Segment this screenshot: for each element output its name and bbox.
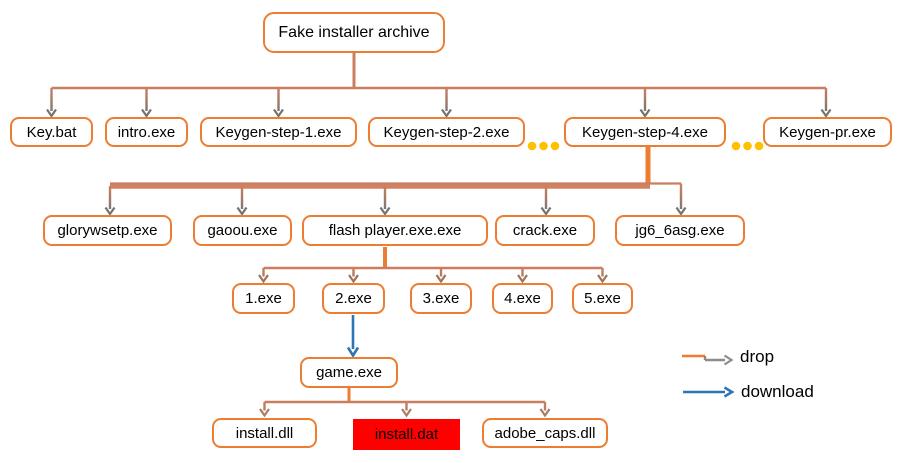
node-key-bat: Key.bat xyxy=(10,117,93,147)
drop-arrowhead-icon xyxy=(259,408,551,418)
drop-connectors-level4 xyxy=(258,247,608,284)
node-adobe-caps-dll: adobe_caps.dll xyxy=(482,418,608,448)
node-crack-exe: crack.exe xyxy=(495,215,595,246)
legend-drop-label: drop xyxy=(740,347,775,366)
node-intro-exe: intro.exe xyxy=(105,117,188,147)
node-flash-player-exe-exe: flash player.exe.exe xyxy=(302,215,488,246)
node-5-exe: 5.exe xyxy=(572,283,633,314)
drop-connectors-level2 xyxy=(46,53,832,118)
node-game-exe: game.exe xyxy=(300,357,398,388)
node-glorywsetp-exe: glorywsetp.exe xyxy=(43,215,172,246)
node-gaoou-exe: gaoou.exe xyxy=(193,215,292,246)
legend-download-arrow-icon xyxy=(683,386,735,398)
node-keygen-step-1-exe: Keygen-step-1.exe xyxy=(200,117,357,147)
node-install-dll: install.dll xyxy=(212,418,317,448)
drop-connectors-level6 xyxy=(259,388,551,418)
node-fake-installer-archive: Fake installer archive xyxy=(263,12,445,53)
node-keygen-step-2-exe: Keygen-step-2.exe xyxy=(368,117,525,147)
download-arrow xyxy=(346,315,360,358)
ellipsis-dots-icon xyxy=(527,141,764,151)
legend-download-label: download xyxy=(741,382,814,401)
node-2-exe: 2.exe xyxy=(322,283,385,314)
node-4-exe: 4.exe xyxy=(492,283,553,314)
drop-arrowhead-icon xyxy=(46,108,832,118)
node-install-dat-highlighted: install.dat xyxy=(353,419,460,450)
node-3-exe: 3.exe xyxy=(410,283,472,314)
legend-drop-arrow-icon xyxy=(682,354,734,366)
node-jg6-6asg-exe: jg6_6asg.exe xyxy=(615,215,745,246)
download-arrowhead-icon xyxy=(346,346,360,358)
drop-arrowhead-icon xyxy=(258,274,608,284)
node-keygen-pr-exe: Keygen-pr.exe xyxy=(763,117,892,147)
drop-arrowhead-icon xyxy=(104,206,687,216)
node-keygen-step-4-exe: Keygen-step-4.exe xyxy=(564,117,726,147)
node-1-exe: 1.exe xyxy=(232,283,295,314)
drop-connectors-level3 xyxy=(104,147,687,216)
